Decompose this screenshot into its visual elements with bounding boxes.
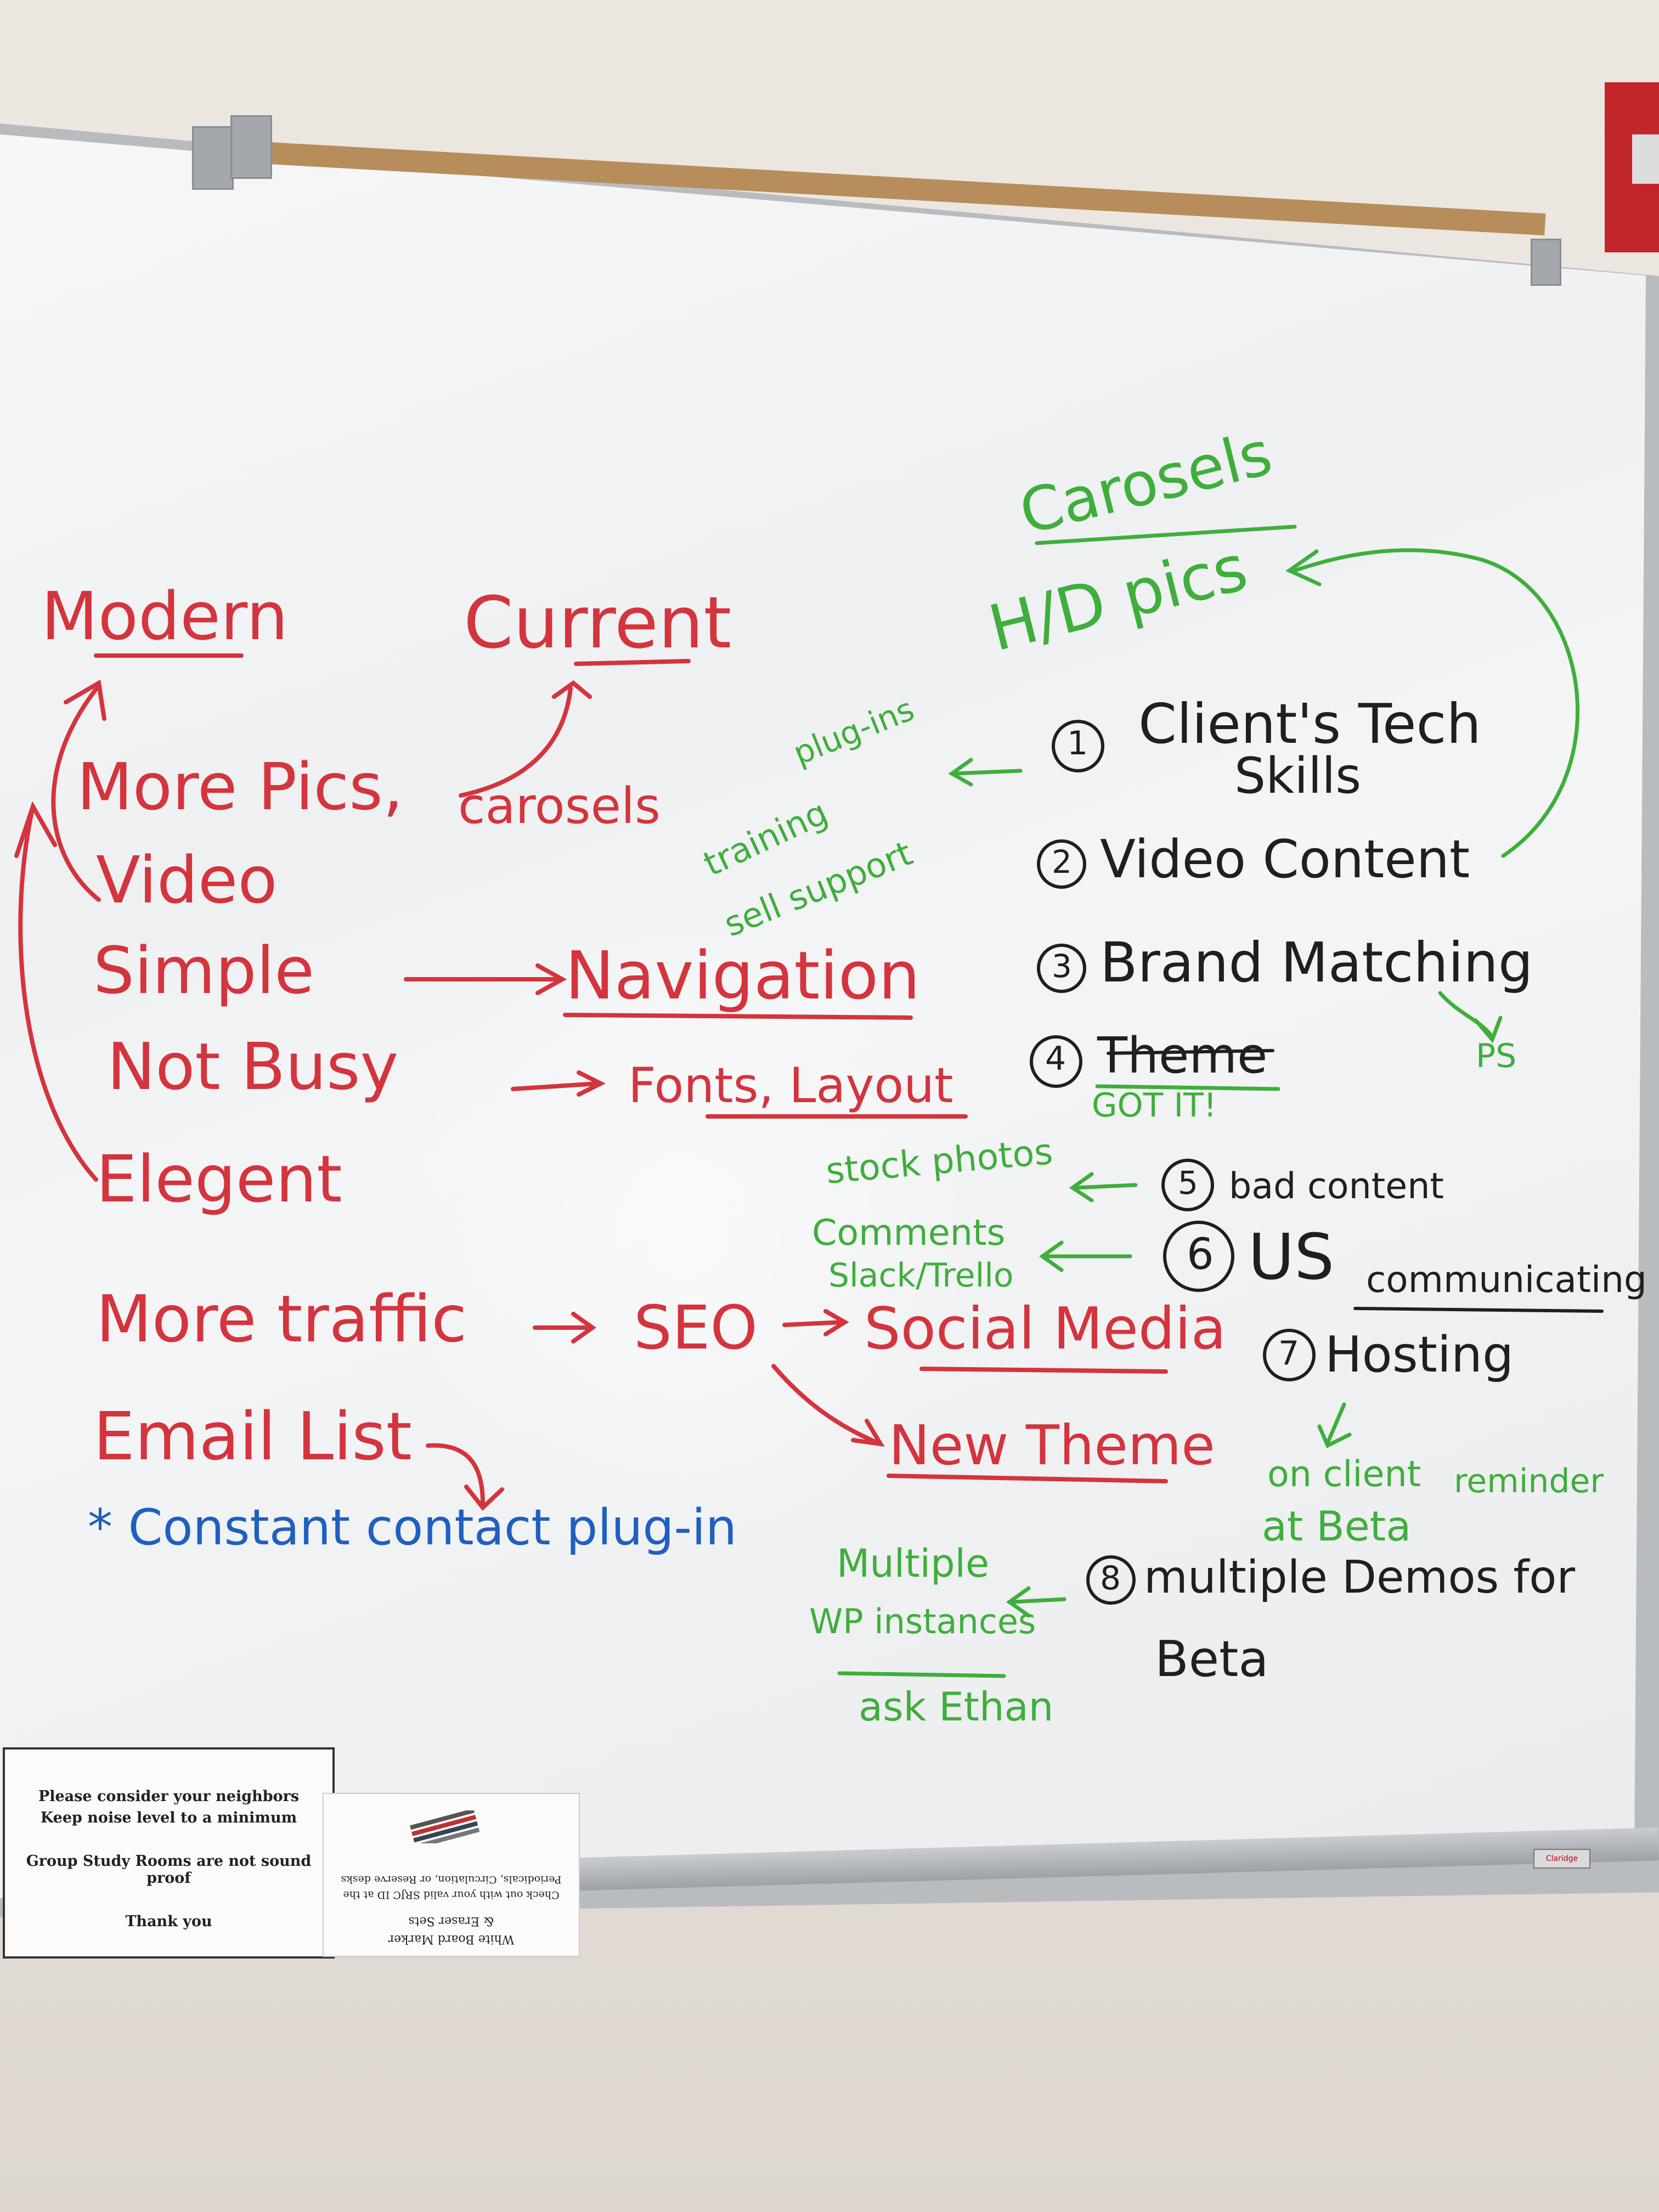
noise-sign: Please consider your neighbors Keep nois… xyxy=(3,1747,335,1959)
item-2-text: Video Content xyxy=(1100,830,1470,890)
item-6-number: 6 xyxy=(1187,1230,1214,1279)
rail-clip xyxy=(1531,239,1561,286)
noise-sign-line4: Thank you xyxy=(125,1913,212,1930)
rail-clip xyxy=(230,115,272,179)
note-carosels: carosels xyxy=(458,777,661,835)
marker-sign-line4: Periodicals, Circulation, or Reserve des… xyxy=(341,1874,562,1886)
item-4-text: Theme xyxy=(1097,1027,1268,1085)
item-6-text2: communicating xyxy=(1366,1259,1647,1301)
note-new-theme: New Theme xyxy=(889,1413,1215,1477)
note-ps: PS xyxy=(1476,1037,1517,1075)
note-video: Video xyxy=(96,842,278,918)
note-fonts-layout: Fonts, Layout xyxy=(628,1057,953,1114)
item-6-text: US xyxy=(1248,1221,1335,1294)
item-4-number: 4 xyxy=(1045,1040,1066,1078)
item-1-text2: Skills xyxy=(1234,747,1362,805)
item-5-text: bad content xyxy=(1229,1166,1444,1207)
item-7-text: Hosting xyxy=(1325,1326,1514,1384)
board-brand-label: Claridge xyxy=(1533,1849,1590,1869)
note-not-busy: Not Busy xyxy=(107,1029,399,1104)
item-1-number: 1 xyxy=(1067,724,1088,763)
noise-sign-line3: Group Study Rooms are not sound proof xyxy=(26,1853,312,1887)
note-at-beta: at Beta xyxy=(1262,1502,1412,1550)
item-7-number: 7 xyxy=(1278,1334,1300,1373)
marker-set-icon xyxy=(410,1810,480,1843)
note-more-pics: More Pics, xyxy=(77,749,404,825)
marker-sign: White Board Marker & Eraser Sets Check o… xyxy=(324,1794,579,1956)
item-3-text: Brand Matching xyxy=(1100,930,1533,995)
note-comments: Comments xyxy=(812,1212,1006,1254)
item-8-number: 8 xyxy=(1100,1559,1121,1598)
item-1-text: Client's Tech xyxy=(1138,692,1481,756)
note-ask-ethan: ask Ethan xyxy=(859,1684,1054,1730)
note-got-it: GOT IT! xyxy=(1092,1086,1217,1125)
note-social-media: Social Media xyxy=(864,1295,1227,1362)
note-elegent: Elegent xyxy=(96,1141,342,1217)
note-on-client: on client xyxy=(1267,1454,1421,1495)
note-simple: Simple xyxy=(93,933,314,1008)
marker-sign-line1: White Board Marker xyxy=(388,1932,515,1946)
note-email-list: Email List xyxy=(93,1399,412,1475)
marker-sign-line2: & Eraser Sets xyxy=(408,1914,494,1928)
note-multiple: Multiple xyxy=(837,1541,990,1586)
fire-alarm xyxy=(1605,82,1659,252)
noise-sign-line2: Keep noise level to a minimum xyxy=(40,1809,297,1826)
note-modern: Modern xyxy=(41,579,289,655)
note-slack-trello: Slack/Trello xyxy=(828,1256,1014,1295)
note-current: Current xyxy=(464,581,732,664)
noise-sign-line1: Please consider your neighbors xyxy=(38,1788,300,1805)
note-seo: SEO xyxy=(634,1293,758,1363)
item-3-number: 3 xyxy=(1052,947,1072,985)
item-5-number: 5 xyxy=(1178,1164,1198,1201)
note-more-traffic: More traffic xyxy=(96,1281,467,1357)
note-navigation: Navigation xyxy=(565,938,921,1014)
marker-sign-line3: Check out with your valid SRJC ID at the xyxy=(343,1889,560,1901)
item-8-text: multiple Demos for xyxy=(1144,1551,1576,1604)
note-wp-instances: WP instances xyxy=(809,1601,1036,1641)
item-2-number: 2 xyxy=(1052,843,1072,881)
item-8-text2: Beta xyxy=(1155,1630,1269,1688)
note-constant-contact: * Constant contact plug-in xyxy=(88,1499,737,1556)
note-reminder: reminder xyxy=(1454,1462,1604,1500)
